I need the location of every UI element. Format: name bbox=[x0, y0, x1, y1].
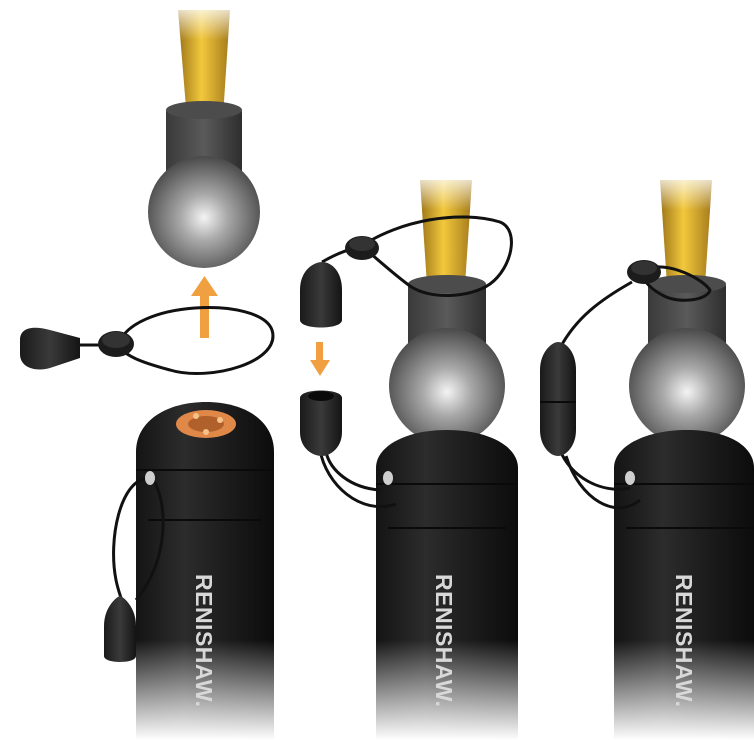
panel-3-ball bbox=[629, 328, 745, 444]
panel-3-stowed-cap bbox=[540, 342, 576, 456]
panel-1-loose-tether bbox=[70, 308, 273, 374]
panel-2-brand-label: RENISHAW. bbox=[431, 574, 457, 708]
panel-1-detached-cap bbox=[20, 328, 80, 370]
panel-1-hanging-cap bbox=[104, 596, 136, 662]
fit-arrow-icon bbox=[310, 342, 330, 376]
panel-1-brand-label: RENISHAW. bbox=[191, 574, 217, 708]
panel-3-brand-label: RENISHAW. bbox=[671, 574, 697, 708]
panel-1-ball bbox=[148, 156, 260, 268]
panel-2-upper-cap-half bbox=[300, 262, 342, 328]
panel-1-contact-socket bbox=[176, 410, 236, 438]
panel-2-lower-cap-half bbox=[300, 391, 342, 457]
panel-2-ball bbox=[389, 328, 505, 444]
